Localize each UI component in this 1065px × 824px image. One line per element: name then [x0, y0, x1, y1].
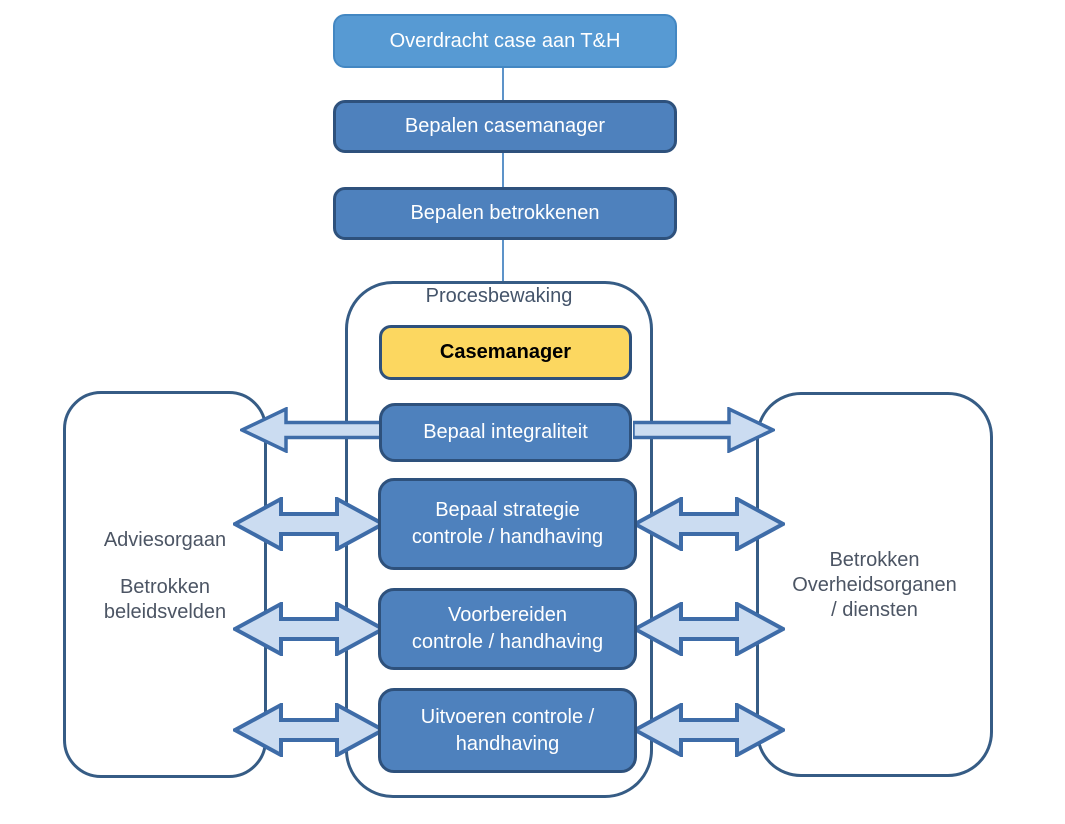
connector-line-3 — [502, 240, 504, 281]
casemanager-box: Casemanager — [379, 325, 632, 380]
double-arrow-icon — [233, 602, 385, 656]
step-line: Uitvoeren controle / — [420, 705, 595, 728]
double-arrow-icon — [633, 602, 785, 656]
overheidsorganen-container — [756, 392, 993, 777]
adviesorgaan-line: Betrokken — [119, 576, 211, 598]
flow-box-overdracht-case: Overdracht case aan T&H — [333, 14, 677, 68]
overheidsorganen-line: Overheidsorganen — [792, 574, 957, 596]
double-arrow-icon — [233, 703, 385, 757]
flow-box-bepalen-betrokkenen: Bepalen betrokkenen — [333, 187, 677, 240]
step-box-uitvoeren: Uitvoeren controle / handhaving — [378, 688, 637, 773]
casemanager-label: Casemanager — [439, 341, 572, 363]
flow-box-label: Bepalen betrokkenen — [410, 202, 600, 224]
overheidsorganen-line: Betrokken — [829, 549, 920, 571]
step-box-voorbereiden: Voorbereiden controle / handhaving — [378, 588, 637, 670]
step-box-bepaal-integraliteit: Bepaal integraliteit — [379, 403, 632, 462]
connector-line-2 — [502, 153, 504, 187]
procesbewaking-title: Procesbewaking — [425, 285, 573, 307]
arrow-right-icon — [633, 407, 775, 453]
step-line: Voorbereiden — [448, 604, 567, 626]
flow-box-bepalen-casemanager: Bepalen casemanager — [333, 100, 677, 153]
overheidsorganen-line: / diensten — [831, 599, 918, 621]
double-arrow-icon — [633, 497, 785, 551]
double-arrow-icon — [233, 497, 385, 551]
step-line: handhaving — [455, 732, 560, 755]
step-line: Bepaal strategie — [435, 499, 580, 521]
adviesorgaan-label: Adviesorgaan Betrokken beleidsvelden — [63, 528, 267, 625]
step-line: controle / handhaving — [411, 526, 604, 548]
flow-box-label: Bepalen casemanager — [404, 115, 606, 137]
connector-line-1 — [502, 68, 504, 100]
arrow-left-icon — [240, 407, 382, 453]
step-line: controle / handhaving — [411, 631, 604, 653]
adviesorgaan-line: beleidsvelden — [103, 601, 227, 623]
step-box-bepaal-strategie: Bepaal strategie controle / handhaving — [378, 478, 637, 570]
double-arrow-icon — [633, 703, 785, 757]
overheidsorganen-label: Betrokken Overheidsorganen / diensten — [756, 548, 993, 623]
step-line: Bepaal integraliteit — [423, 421, 588, 443]
flow-box-label: Overdracht case aan T&H — [389, 29, 621, 52]
adviesorgaan-line: Adviesorgaan — [103, 529, 227, 551]
adviesorgaan-container — [63, 391, 267, 778]
